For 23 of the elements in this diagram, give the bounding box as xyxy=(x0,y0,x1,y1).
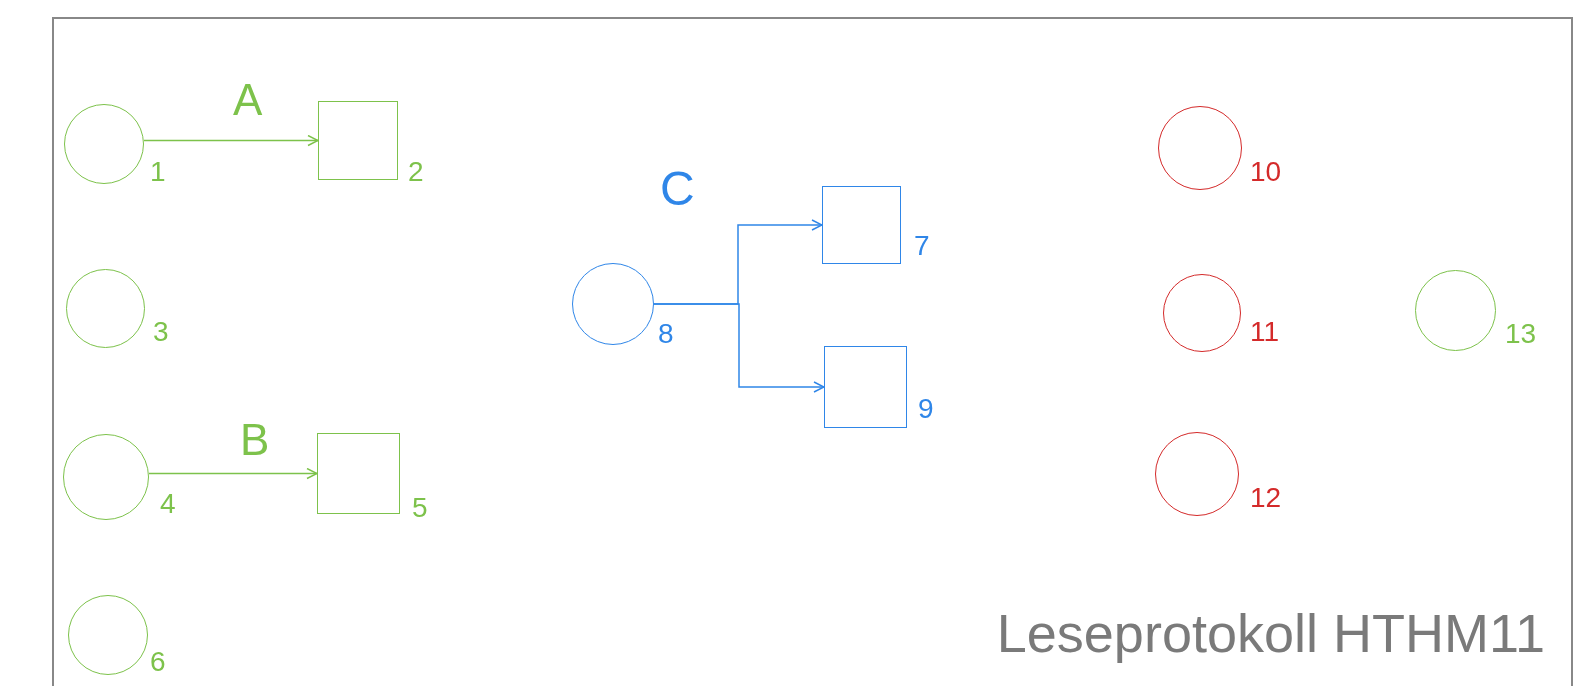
square-node xyxy=(318,101,398,180)
node-number: 9 xyxy=(918,395,934,423)
square-node xyxy=(317,433,400,514)
group-letter: C xyxy=(660,165,695,213)
node-number: 4 xyxy=(160,490,176,518)
edge-label: A xyxy=(233,78,263,122)
arrow xyxy=(653,303,825,393)
node-number: 10 xyxy=(1250,158,1282,186)
square-node xyxy=(824,346,907,428)
node-number: 5 xyxy=(412,494,428,522)
node-number: 2 xyxy=(408,158,424,186)
node-number: 12 xyxy=(1250,484,1282,512)
node-number: 7 xyxy=(914,232,930,260)
node-number: 13 xyxy=(1505,320,1537,348)
node-number: 6 xyxy=(150,648,166,676)
node-number: 3 xyxy=(153,318,169,346)
square-node xyxy=(822,186,901,264)
node-number: 1 xyxy=(150,158,166,186)
arrow xyxy=(143,134,319,147)
arrow xyxy=(148,467,318,480)
node-number: 11 xyxy=(1250,318,1280,346)
node-number: 8 xyxy=(658,320,674,348)
edge-label: B xyxy=(240,418,270,462)
